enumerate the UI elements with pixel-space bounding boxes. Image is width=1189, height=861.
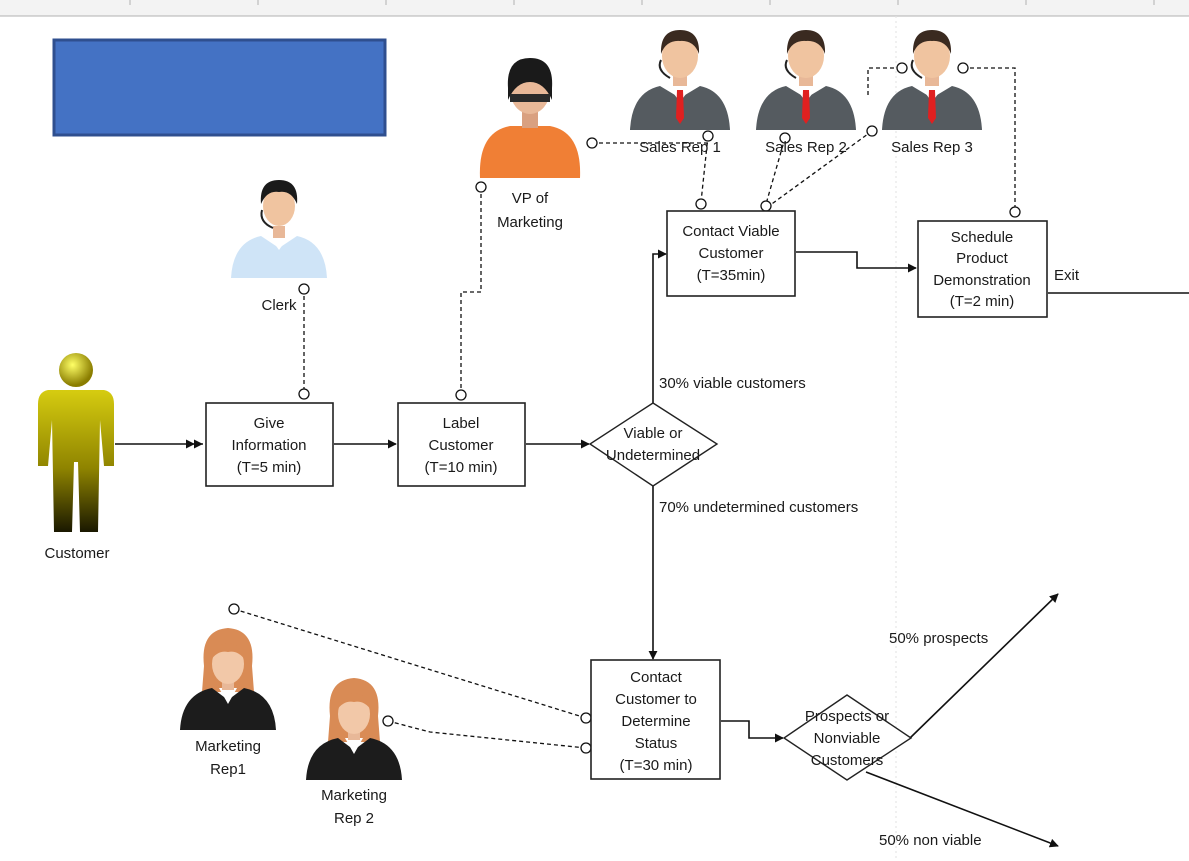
step-text: (T=2 min)	[950, 293, 1015, 310]
sales-rep-1-label: Sales Rep 1	[639, 139, 721, 156]
step-contact-determine-status[interactable]: Contact Customer to Determine Status (T=…	[590, 659, 721, 780]
mrep1-label-line2: Rep1	[210, 761, 246, 778]
label-exit: Exit	[1054, 267, 1080, 284]
flow-viable-to-contact-viable	[652, 249, 667, 403]
marketing-rep-1-figure-icon	[180, 628, 276, 730]
step-text: (T=10 min)	[425, 459, 498, 476]
connection-ports	[228, 62, 1021, 754]
step-give-information[interactable]: Give Information (T=5 min)	[205, 402, 334, 487]
step-text: (T=35min)	[697, 267, 766, 284]
marketing-rep-2-figure-icon	[306, 678, 402, 780]
step-contact-viable-customer[interactable]: Contact Viable Customer (T=35min)	[666, 210, 796, 297]
decision-text: Prospects or	[805, 708, 889, 725]
link-mrep1	[233, 608, 587, 719]
mrep2-label-line1: Marketing	[321, 787, 387, 804]
link-sales3	[768, 130, 873, 207]
sales-rep-2-figure-icon	[755, 29, 857, 131]
decision-text: Nonviable	[814, 730, 881, 747]
decision-text: Undetermined	[606, 447, 700, 464]
step-text: Customer	[698, 245, 763, 262]
sales-rep-3-figure-icon	[881, 29, 983, 131]
link-mrep2	[387, 720, 587, 749]
step-text: Customer	[428, 437, 493, 454]
flow-contact-to-prospects	[721, 720, 784, 743]
vp-label-line1: VP of	[512, 190, 549, 207]
clerk-label: Clerk	[261, 297, 297, 314]
label-viable-percent: 30% viable customers	[659, 375, 806, 392]
top-ruler	[0, 0, 1189, 17]
step-text: Contact	[630, 669, 683, 686]
role-connectors	[233, 67, 1016, 749]
step-text: Give	[254, 415, 285, 432]
step-text: Customer to	[615, 691, 697, 708]
flow-nonviable	[865, 771, 1059, 848]
label-undetermined-percent: 70% undetermined customers	[659, 499, 858, 516]
link-sales2	[765, 137, 786, 205]
step-text: (T=5 min)	[237, 459, 302, 476]
mrep2-label-line2: Rep 2	[334, 810, 374, 827]
step-text: Label	[443, 415, 480, 432]
link-vp	[460, 187, 482, 395]
flow-connectors	[115, 249, 1189, 848]
step-text: Product	[956, 250, 1009, 267]
step-text: (T=30 min)	[620, 757, 693, 774]
step-label-customer[interactable]: Label Customer (T=10 min)	[397, 402, 526, 487]
step-text: Determine	[621, 713, 690, 730]
clerk-figure-icon	[231, 180, 327, 278]
flow-contact-viable-to-schedule	[796, 251, 917, 273]
link-sales3-to-schedule	[963, 67, 1016, 212]
vp-marketing-figure-icon	[479, 58, 581, 178]
step-text: Status	[635, 735, 678, 752]
label-nonviable-percent: 50% non viable	[879, 832, 982, 849]
sales-rep-3-label: Sales Rep 3	[891, 139, 973, 156]
customer-figure-icon	[38, 353, 114, 532]
step-text: Contact Viable	[682, 223, 779, 240]
sales-rep-1-figure-icon	[629, 29, 731, 131]
decision-text: Customers	[811, 752, 884, 769]
title-box	[52, 38, 387, 137]
label-prospects-percent: 50% prospects	[889, 630, 988, 647]
step-schedule-demonstration[interactable]: Schedule Product Demonstration (T=2 min)	[917, 220, 1048, 318]
mrep1-label-line1: Marketing	[195, 738, 261, 755]
link-sales3-top	[867, 67, 902, 95]
decision-text: Viable or	[624, 425, 683, 442]
customer-label: Customer	[44, 545, 109, 562]
step-text: Schedule	[951, 229, 1014, 246]
flow-prospects	[909, 593, 1059, 739]
step-text: Information	[231, 437, 306, 454]
vp-label-line2: Marketing	[497, 214, 563, 231]
decision-viable-or-undetermined[interactable]: Viable or Undetermined	[588, 402, 719, 487]
decision-prospects-or-nonviable[interactable]: Prospects or Nonviable Customers	[782, 694, 913, 781]
sales-rep-2-label: Sales Rep 2	[765, 139, 847, 156]
step-text: Demonstration	[933, 272, 1031, 289]
